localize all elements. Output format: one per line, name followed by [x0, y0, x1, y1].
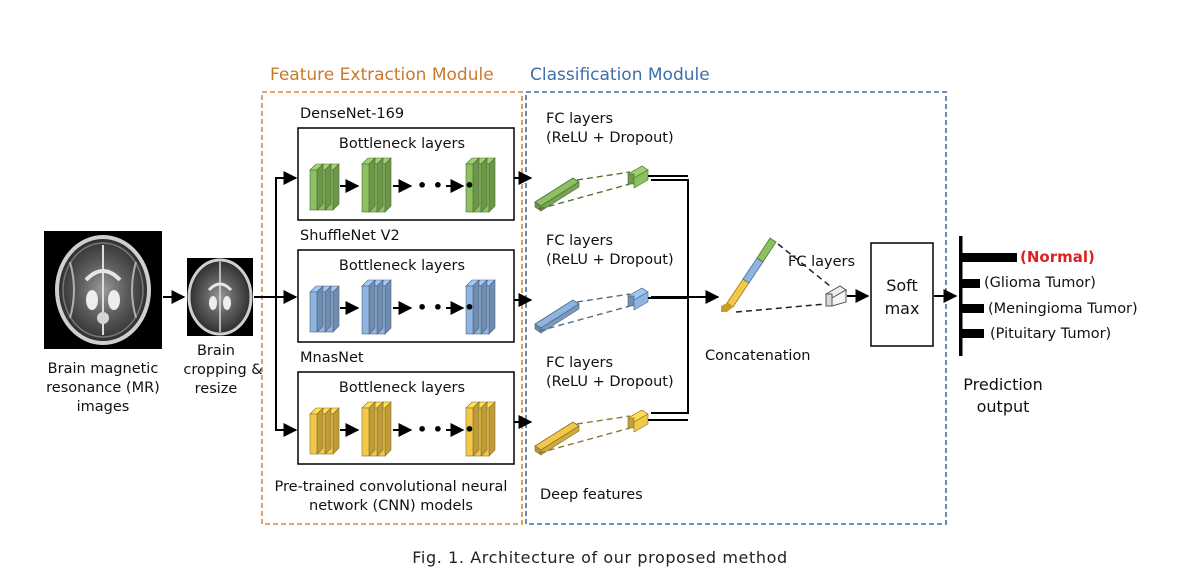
output-label-pituitary: (Pituitary Tumor): [990, 326, 1111, 342]
cropped-brain-image: [187, 258, 253, 336]
ellipsis-dots: • • • •: [417, 420, 475, 439]
fc-dash-line: [576, 293, 631, 303]
merge-lines: [651, 179, 720, 414]
network-name-densenet-169: DenseNet-169: [300, 106, 404, 122]
softmax-box: [870, 242, 934, 347]
feature-extraction-title: Feature Extraction Module: [270, 65, 494, 85]
output-label-meningioma: (Meningioma Tumor): [988, 301, 1138, 317]
concatenation-label: Concatenation: [705, 348, 811, 364]
crop-label-line1: Brain: [197, 343, 235, 359]
pretrained-label-line2: network (CNN) models: [309, 498, 473, 514]
mr-label-line3: images: [77, 399, 130, 415]
network-name-shufflenet-v2: ShuffleNet V2: [300, 228, 400, 244]
ellipsis-dots: • • • •: [417, 176, 475, 195]
figure-caption: Fig. 1. Architecture of our proposed met…: [412, 548, 787, 567]
fc-dash-line: [538, 183, 631, 210]
bottleneck-label: Bottleneck layers: [339, 258, 465, 274]
fc-label-line2: (ReLU + Dropout): [546, 374, 674, 390]
layer-stack: [309, 163, 340, 211]
network-row-shufflenet-v2: ShuffleNet V2 Bottleneck layers • • • • FC …: [297, 228, 688, 343]
layer-stack: [309, 285, 340, 333]
fc-dash-line: [538, 305, 631, 332]
prediction-label-line2: output: [977, 397, 1030, 416]
softmax-label-line1: Soft: [886, 276, 918, 295]
mr-label-line2: resonance (MR): [46, 380, 160, 396]
classification-title: Classification Module: [530, 65, 710, 85]
deep-features-label: Deep features: [540, 487, 643, 503]
layer-stack: [309, 407, 340, 455]
fc-label-line2: (ReLU + Dropout): [546, 130, 674, 146]
fc-label-line1: FC layers: [546, 355, 613, 371]
fc-feature-bar: [534, 177, 580, 212]
crop-label-line3: resize: [195, 381, 238, 397]
feature-extraction-module-box: [261, 91, 523, 525]
layer-stack: [361, 157, 392, 213]
fc-label-line1: FC layers: [546, 111, 613, 127]
bottleneck-label: Bottleneck layers: [339, 380, 465, 396]
layer-stack: [465, 279, 496, 335]
fc-feature-bar: [534, 421, 580, 456]
pretrained-label-line1: Pre-trained convolutional neural: [275, 479, 508, 495]
classification-module-box: [525, 91, 947, 525]
layer-stack: [465, 401, 496, 457]
layer-stack: [361, 401, 392, 457]
mr-label-line1: Brain magnetic: [48, 361, 159, 377]
prediction-output-bars: [959, 236, 1017, 356]
split-arrows: [254, 171, 298, 437]
bottleneck-label: Bottleneck layers: [339, 136, 465, 152]
layer-stack: [465, 157, 496, 213]
fc-dash-top: [777, 243, 831, 287]
softmax-label-line2: max: [885, 299, 920, 318]
output-label-glioma: (Glioma Tumor): [984, 275, 1096, 291]
fc-dash-line: [576, 415, 631, 425]
concatenated-feature-bar: [721, 237, 777, 312]
final-fc-label: FC layers: [788, 254, 855, 270]
final-fc-block: [825, 285, 847, 307]
layer-stack: [361, 279, 392, 335]
fc-label-line1: FC layers: [546, 233, 613, 249]
brain-mr-image: [44, 231, 162, 349]
fc-dash-bottom: [735, 303, 827, 313]
network-name-mnasnet: MnasNet: [300, 350, 364, 366]
prediction-label-line1: Prediction: [963, 375, 1042, 394]
fc-label-line2: (ReLU + Dropout): [546, 252, 674, 268]
fc-small-block: [627, 287, 649, 311]
crop-label-line2: cropping &: [183, 362, 262, 378]
output-label-normal: (Normal): [1020, 248, 1095, 266]
fc-small-block: [627, 409, 649, 433]
fc-small-block: [627, 165, 649, 189]
ellipsis-dots: • • • •: [417, 298, 475, 317]
fc-feature-bar: [534, 299, 580, 334]
fc-dash-line: [538, 427, 631, 454]
fc-dash-line: [576, 171, 631, 181]
